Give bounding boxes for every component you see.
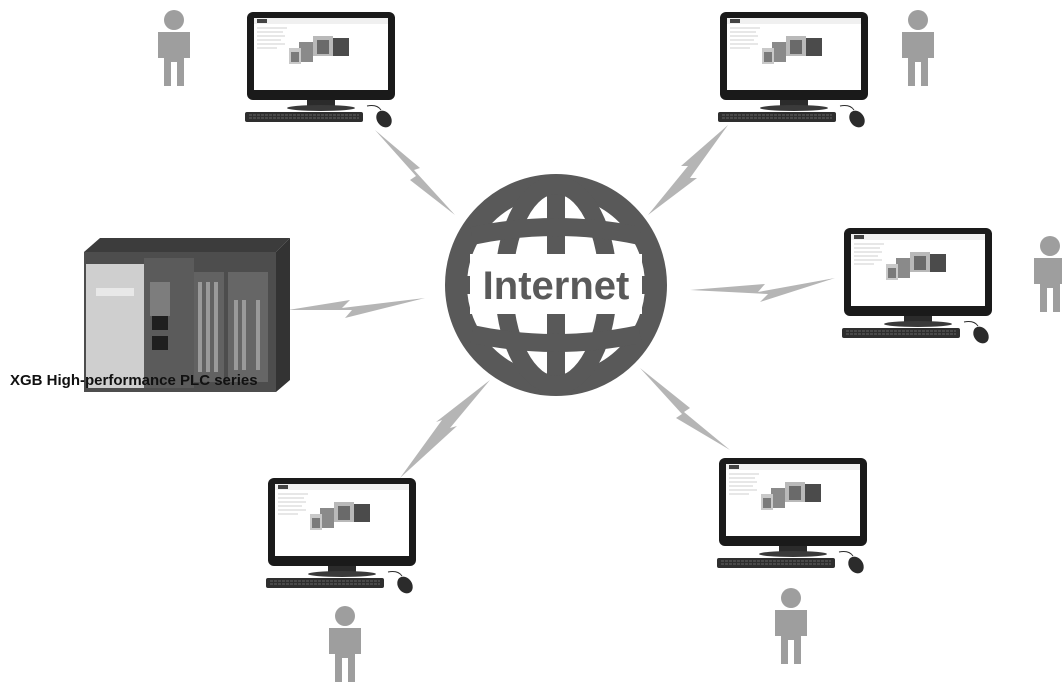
user-icon-right (1034, 236, 1062, 312)
computer-top-left (244, 11, 396, 131)
computer-bottom-left (265, 477, 417, 597)
user-icon-bottom-right (775, 588, 807, 664)
plc-device (84, 238, 290, 392)
computer-bottom-right (716, 457, 868, 577)
computer-right (841, 227, 993, 347)
link-bolt-bottom-right (640, 368, 730, 450)
link-bolt-top-left (375, 130, 455, 215)
user-icon-top-right (902, 10, 934, 86)
link-bolt-top-right (648, 125, 728, 215)
plc-caption: XGB High-performance PLC series (10, 372, 258, 389)
link-bolt-bottom-left (400, 380, 490, 478)
internet-label: Internet (483, 264, 630, 308)
user-icon-bottom-left (329, 606, 361, 682)
user-icon-top-left (158, 10, 190, 86)
internet-label-box (470, 254, 642, 314)
link-bolt-right (690, 278, 835, 302)
computer-top-right (717, 11, 869, 131)
link-bolt-plc (288, 298, 425, 318)
